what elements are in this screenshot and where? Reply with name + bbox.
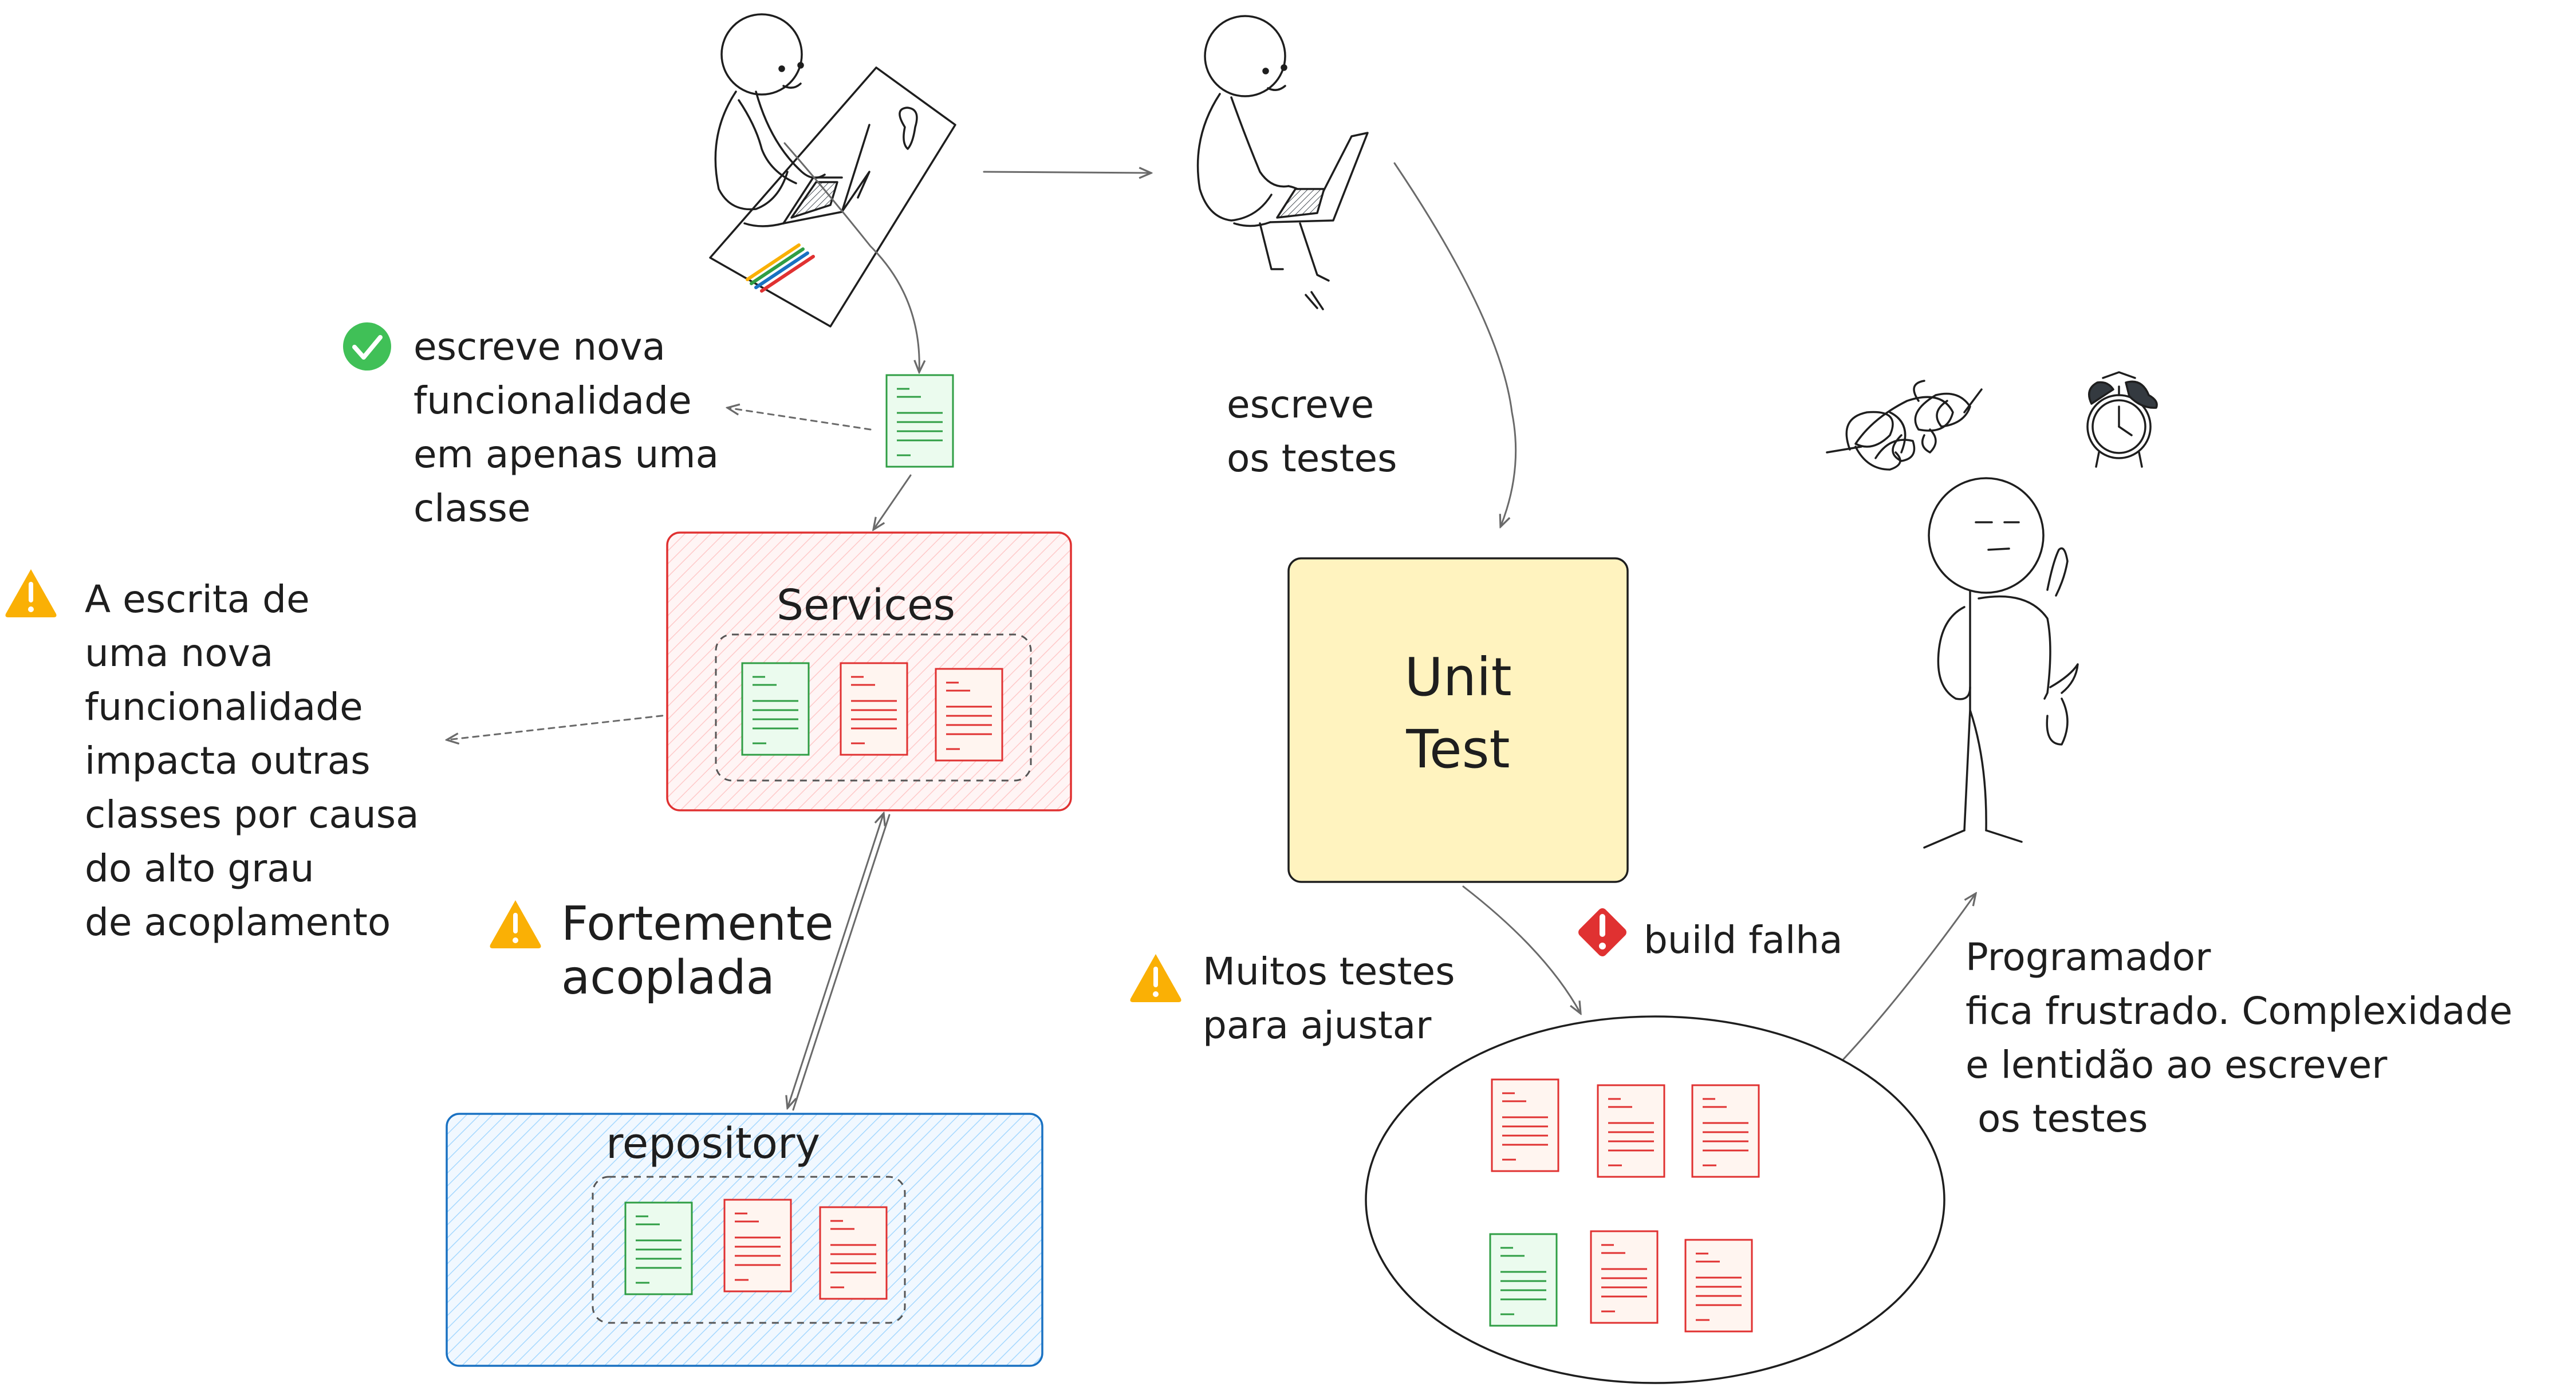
repository-title: repository (606, 1119, 821, 1168)
person-at-laptop-illustration (1196, 15, 1369, 310)
note-programador-frustrado: Programador fica frustrado. Complexidade… (1966, 935, 2513, 1141)
warning-icon (490, 900, 541, 948)
services-doc-1 (741, 662, 810, 756)
note-escreve-os-testes: escreve os testes (1227, 383, 1397, 480)
note-build-falha: build falha (1644, 918, 1843, 962)
unit-test-box (1287, 557, 1629, 883)
services-doc-2 (840, 662, 908, 756)
unit-test-title: Unit Test (1404, 647, 1512, 780)
test-doc-4 (1489, 1233, 1558, 1327)
arrow-services-repository-2 (792, 814, 891, 1111)
note-escreve-nova-funcionalidade: escreve nova funcionalidade em apenas um… (413, 325, 719, 530)
frustrated-programmer-illustration (1826, 371, 2158, 849)
test-doc-5 (1590, 1230, 1659, 1324)
services-doc-3 (935, 668, 1003, 762)
person-at-desk-illustration (709, 13, 956, 328)
services-title: Services (777, 581, 956, 630)
repository-doc-1 (624, 1201, 693, 1295)
warning-icon (5, 569, 57, 617)
repository-doc-3 (819, 1206, 888, 1300)
note-fortemente-acoplada: Fortemente acoplada (561, 897, 834, 1005)
test-doc-2 (1597, 1084, 1665, 1178)
services-box (666, 531, 1072, 811)
arrow-tests-to-programmer (1820, 893, 1976, 1083)
note-impacto-acoplamento: A escrita de uma nova funcionalidade imp… (85, 577, 419, 944)
repository-doc-2 (723, 1199, 792, 1293)
test-doc-3 (1691, 1084, 1760, 1178)
arrow-desk-to-laptop (983, 172, 1151, 173)
note-muitos-testes: Muitos testes para ajustar (1203, 949, 1455, 1047)
arrow-laptop-to-unittest (1393, 162, 1517, 527)
arrow-doc-to-services (873, 474, 912, 530)
arrow-doc-to-note (727, 408, 872, 431)
new-class-doc (885, 374, 954, 468)
test-doc-1 (1491, 1078, 1559, 1172)
test-doc-6 (1684, 1239, 1753, 1333)
check-circle-icon (343, 322, 391, 371)
arrow-desk-to-doc (783, 142, 919, 372)
arrow-unittest-to-tests (1462, 885, 1581, 1014)
error-diamond-icon (1578, 908, 1626, 956)
tests-ellipse (1365, 1015, 1945, 1384)
arrow-services-repository (787, 813, 884, 1108)
repository-box (446, 1113, 1043, 1367)
warning-icon (1130, 954, 1181, 1002)
